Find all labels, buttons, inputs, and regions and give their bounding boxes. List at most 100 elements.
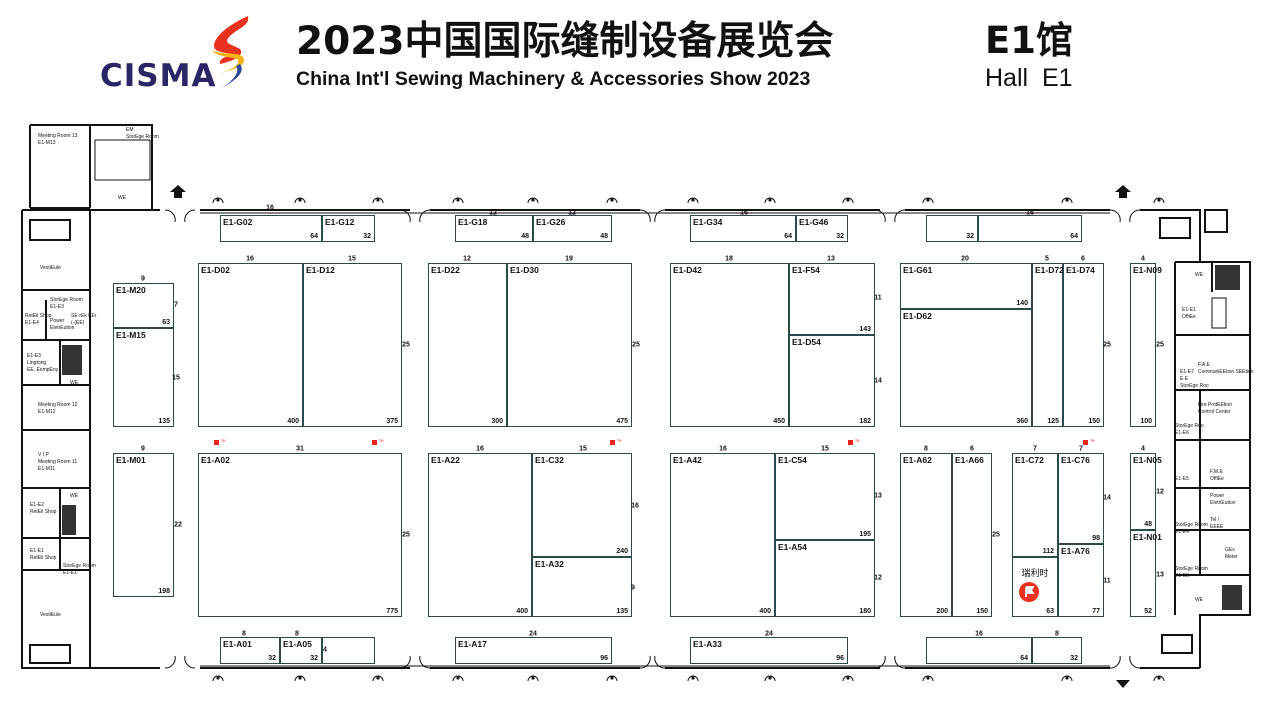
booth-e1-g61[interactable]: E1-G61 140 (900, 263, 1032, 309)
booth-dimension-label: 15 (821, 445, 829, 453)
booth-unnamed-43[interactable]: 64 (926, 637, 1032, 664)
booth-area: 400 (287, 418, 299, 425)
flag-marker-icon (1083, 440, 1088, 445)
facility-room-label: WE (1195, 272, 1204, 278)
booth-area: 64 (1020, 655, 1028, 662)
booth-e1-a01[interactable]: E1-A01 32 (220, 637, 280, 664)
column-icon (1065, 198, 1069, 202)
booth-area: 98 (1092, 535, 1100, 542)
booth-id: E1-G12 (325, 217, 355, 227)
booth-id: E1-D42 (673, 265, 702, 275)
booth-area: 140 (1016, 300, 1028, 307)
booth-unnamed-44[interactable]: 32 (1032, 637, 1082, 664)
booth-dimension-label: 24 (529, 630, 537, 638)
facility-room-label: WE (118, 195, 127, 201)
hall-title-chinese: E1馆 (985, 19, 1074, 62)
facility-room-label: Power EletriEution (1210, 493, 1236, 506)
booth-e1-g34[interactable]: E1-G34 64 (690, 215, 796, 242)
booth-area: 300 (491, 418, 503, 425)
booth-unnamed-6[interactable]: 32 (926, 215, 978, 242)
booth-area: 32 (268, 655, 276, 662)
booth-dimension-label: 14 (1103, 494, 1111, 502)
logo-swoosh-icon (212, 16, 249, 88)
booth-id: E1-C54 (778, 455, 807, 465)
booth-area: 135 (616, 608, 628, 615)
facility-room-label: WE (70, 380, 79, 386)
booth-dimension-label: 25 (402, 531, 410, 539)
booth-area: 32 (310, 655, 318, 662)
facility-room-label: E1-E7 E.E StorEge Roo (1180, 369, 1209, 389)
booth-area: 32 (363, 233, 371, 240)
booth-dimension-label: 31 (296, 445, 304, 453)
booth-unnamed-7[interactable]: 64 (978, 215, 1082, 242)
booth-dimension-label: 16 (476, 445, 484, 453)
booth-dimension-label: 6 (1081, 255, 1085, 263)
column-icon (1157, 676, 1161, 680)
booth-area: 375 (386, 418, 398, 425)
booth-dimension-label: 25 (632, 341, 640, 349)
booth-id: E1-A33 (693, 639, 722, 649)
column-icon (926, 198, 930, 202)
column-icon (456, 198, 460, 202)
facility-room-label: F.M.E OffiEe (1210, 469, 1224, 482)
booth-dimension-label: 4 (1141, 445, 1145, 453)
booth-e1-g12[interactable]: E1-G12 32 (322, 215, 375, 242)
booth-dimension-label: 8 (1055, 630, 1059, 638)
column-icon (1065, 676, 1069, 680)
booth-dimension-label: 7 (1079, 445, 1083, 453)
booth-id: E1-G34 (693, 217, 723, 227)
booth-unnamed-40[interactable] (322, 637, 375, 664)
booth-dimension-label: 16 (1026, 209, 1034, 217)
flag-marker-icon (372, 440, 377, 445)
booth-id: E1-D62 (903, 311, 932, 321)
facility-room-label: StorEge Room E1-E3 (50, 297, 83, 310)
booth-id: E1-A01 (223, 639, 252, 649)
booth-dimension-label: 16 (740, 209, 748, 217)
booth-dimension-label: 20 (961, 255, 969, 263)
booth-id: E1-D02 (201, 265, 230, 275)
booth-e1-d02[interactable]: E1-D02 400 (198, 263, 303, 427)
booth-id: E1-G61 (903, 265, 933, 275)
booth-dimension-label: 9 (141, 445, 145, 453)
booth-area: 32 (1070, 655, 1078, 662)
booth-dimension-label: 22 (174, 521, 182, 529)
hall-title-english: Hall E1 (985, 64, 1073, 92)
logo-text: CISMA (100, 58, 217, 94)
booth-area: 64 (784, 233, 792, 240)
